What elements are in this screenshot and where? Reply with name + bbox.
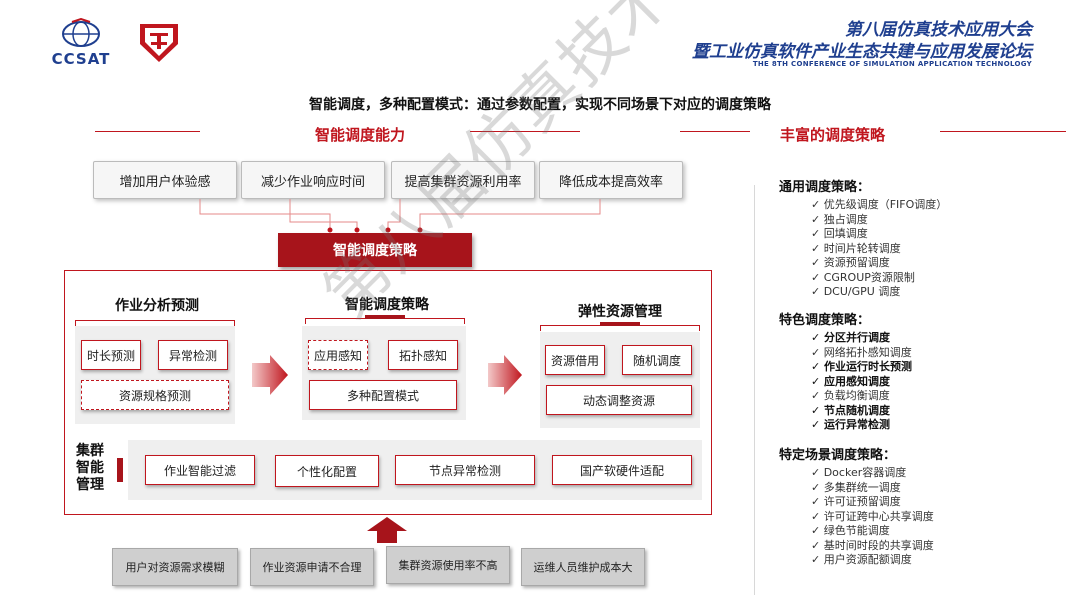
divider-line <box>95 131 200 132</box>
list-item: ✓ 网络拓扑感知调度 <box>811 345 912 359</box>
arrow-up-icon <box>367 517 407 543</box>
header-subtitle-en: THE 8TH CONFERENCE OF SIMULATION APPLICA… <box>752 60 1032 68</box>
list-item: ✓ 基时间时段的共享调度 <box>811 538 934 552</box>
cluster-marker <box>117 458 123 482</box>
shield-logo-icon <box>140 24 178 62</box>
list-item: ✓ 分区并行调度 <box>811 331 891 344</box>
elastic-resource-title: 弹性资源管理 <box>578 304 662 320</box>
list-item: ✓ Docker容器调度 <box>811 466 907 479</box>
group-list: ✓ 优先级调度（FIFO调度） ✓ 独占调度 ✓ 回填调度 ✓ 时间片轮转调度 … <box>779 198 1059 300</box>
divider-line <box>680 131 750 132</box>
list-item: ✓ 用户资源配额调度 <box>811 553 912 566</box>
cluster-label-line: 智能 <box>76 460 104 476</box>
job-filter-chip: 作业智能过滤 <box>145 455 255 485</box>
group-list: ✓ 分区并行调度 ✓ 网络拓扑感知调度 ✓ 作业运行时长预测 ✓ 应用感知调度 … <box>779 331 1059 433</box>
list-item: ✓ 节点随机调度 <box>811 403 891 417</box>
pain-point: 作业资源申请不合理 <box>250 548 374 586</box>
strategy-group: 通用调度策略： ✓ 优先级调度（FIFO调度） ✓ 独占调度 ✓ 回填调度 ✓ … <box>779 176 1059 300</box>
group-title: 通用调度策略： <box>779 180 871 195</box>
list-item: ✓ 许可证预留调度 <box>811 495 901 508</box>
divider-line <box>940 131 1066 132</box>
section-title-right: 丰富的调度策略 <box>780 126 886 144</box>
strategy-group: 特定场景调度策略： ✓ Docker容器调度 ✓ 多集群统一调度 ✓ 许可证预留… <box>779 444 1059 568</box>
resource-borrow-chip: 资源借用 <box>545 345 605 375</box>
smart-strategy-button[interactable]: 智能调度策略 <box>278 233 472 267</box>
pain-point: 集群资源使用率不高 <box>386 546 510 584</box>
app-aware-chip: 应用感知 <box>308 340 368 370</box>
smart-strategy-title: 智能调度策略 <box>345 297 429 313</box>
topo-aware-chip: 拓扑感知 <box>388 340 458 370</box>
list-item: ✓ 优先级调度（FIFO调度） <box>811 198 948 211</box>
resource-spec-predict-chip: 资源规格预测 <box>81 380 229 410</box>
goal-item: 降低成本提高效率 <box>539 161 683 199</box>
list-item: ✓ 应用感知调度 <box>811 374 891 388</box>
ccsat-logo: CCSAT <box>44 17 118 68</box>
divider-line <box>470 131 580 132</box>
group-title: 特定场景调度策略： <box>779 448 897 463</box>
vertical-divider <box>754 185 755 595</box>
random-schedule-chip: 随机调度 <box>622 345 692 375</box>
goal-item: 提高集群资源利用率 <box>391 161 535 199</box>
arrow-right-icon <box>252 355 288 395</box>
job-analysis-title: 作业分析预测 <box>115 298 199 314</box>
partner-logo <box>136 20 182 64</box>
list-item: ✓ 许可证跨中心共享调度 <box>811 509 934 523</box>
list-item: ✓ 回填调度 <box>811 227 868 240</box>
list-item: ✓ 绿色节能调度 <box>811 524 890 537</box>
bracket-notch <box>600 322 640 326</box>
cluster-mgmt-label: 集群 智能 管理 <box>76 443 110 494</box>
list-item: ✓ 独占调度 <box>811 212 868 226</box>
cluster-label-line: 管理 <box>76 477 104 493</box>
goal-item: 减少作业响应时间 <box>241 161 385 199</box>
list-item: ✓ 运行异常检测 <box>811 418 891 431</box>
goal-item: 增加用户体验感 <box>93 161 237 199</box>
list-item: ✓ DCU/GPU 调度 <box>811 285 901 298</box>
bracket <box>75 320 235 326</box>
bracket-notch <box>365 315 405 319</box>
globe-icon <box>62 17 100 47</box>
ccsat-logo-text: CCSAT <box>51 50 111 68</box>
list-item: ✓ CGROUP资源限制 <box>811 270 915 284</box>
list-item: ✓ 负载均衡调度 <box>811 389 890 402</box>
section-title-left: 智能调度能力 <box>314 126 405 144</box>
arrow-right-icon <box>488 355 522 395</box>
dynamic-adjust-chip: 动态调整资源 <box>546 385 692 415</box>
personal-config-chip: 个性化配置 <box>275 455 379 487</box>
node-anomaly-chip: 节点异常检测 <box>395 455 535 485</box>
header-title-line1: 第八届仿真技术应用大会 <box>845 20 1032 40</box>
pain-point: 用户对资源需求模糊 <box>112 548 238 586</box>
list-item: ✓ 多集群统一调度 <box>811 480 901 494</box>
list-item: ✓ 资源预留调度 <box>811 256 890 269</box>
domestic-adapt-chip: 国产软硬件适配 <box>552 455 692 485</box>
header-title-line2: 暨工业仿真软件产业生态共建与应用发展论坛 <box>692 42 1032 62</box>
group-title: 特色调度策略： <box>779 313 871 328</box>
pain-point: 运维人员维护成本大 <box>521 548 645 586</box>
group-list: ✓ Docker容器调度 ✓ 多集群统一调度 ✓ 许可证预留调度 ✓ 许可证跨中… <box>779 466 1059 568</box>
duration-predict-chip: 时长预测 <box>81 340 141 370</box>
multi-config-chip: 多种配置模式 <box>309 380 457 410</box>
anomaly-detect-chip: 异常检测 <box>158 340 228 370</box>
list-item: ✓ 时间片轮转调度 <box>811 241 901 255</box>
intro-text: 智能调度，多种配置模式：通过参数配置，实现不同场景下对应的调度策略 <box>309 97 771 113</box>
strategy-group: 特色调度策略： ✓ 分区并行调度 ✓ 网络拓扑感知调度 ✓ 作业运行时长预测 ✓… <box>779 309 1059 433</box>
list-item: ✓ 作业运行时长预测 <box>811 360 913 373</box>
cluster-label-line: 集群 <box>76 443 104 459</box>
